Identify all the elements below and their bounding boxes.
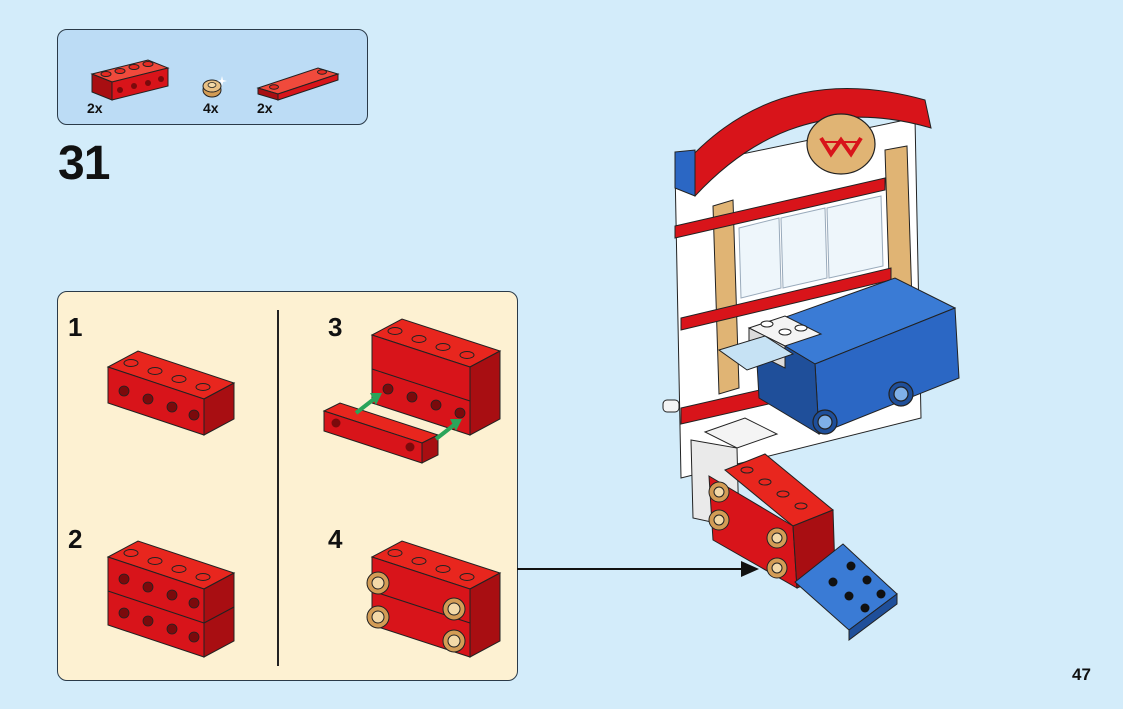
sub-step-2-bricks-illustration [106,540,236,658]
sub-step-number-2: 2 [68,524,83,554]
page-number: 47 [1072,665,1091,684]
red-plate-1x4-icon [256,67,340,101]
sub-step-number-4: 4 [328,524,343,554]
green-arrow-icon [354,393,462,441]
callout-arrow [517,561,759,577]
step-number: 31 [58,137,110,190]
sub-step-1-brick-illustration [106,350,236,436]
sub-step-number-3: 3 [328,312,343,342]
sub-step-4-attach-studs-illustration [366,540,502,658]
wonder-woman-dorm-model-illustration [662,88,960,641]
sub-assembly-box: 1 2 3 4 [57,291,518,681]
parts-list-box: 2x 4x 2x [57,29,368,125]
part-qty-plate: 2x [257,100,273,116]
part-qty-stud: 4x [203,100,219,116]
red-brick-1x4-icon [90,59,170,101]
sub-step-divider [277,310,279,666]
sub-step-3-attach-plate-illustration [322,318,502,464]
sub-step-number-1: 1 [68,312,83,342]
tan-round-stud-icon [202,76,227,98]
part-qty-brick: 2x [87,100,103,116]
